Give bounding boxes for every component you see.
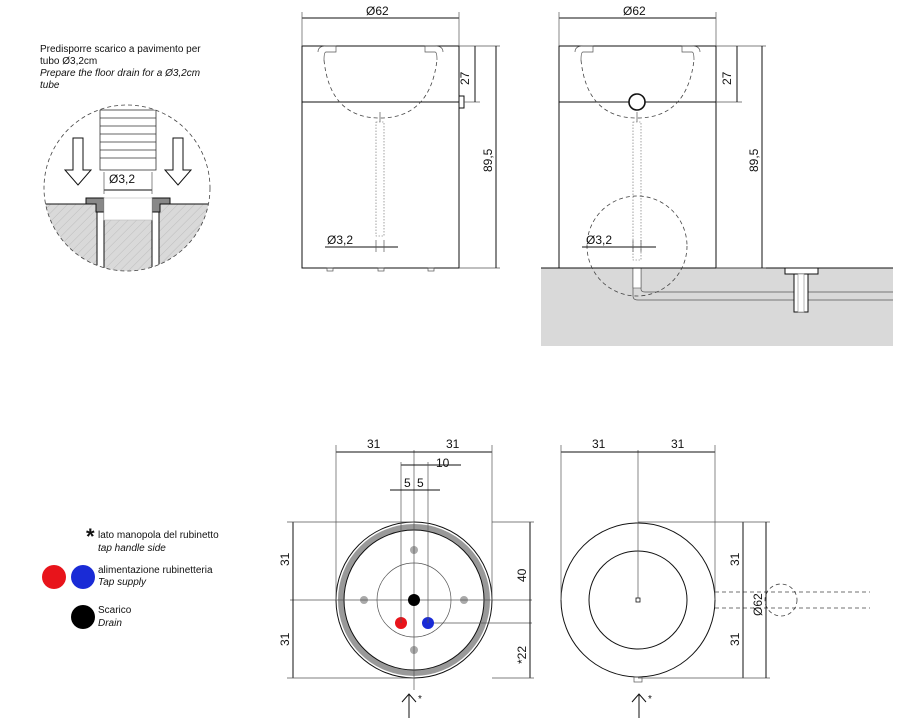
front-top-label: 27 — [458, 71, 472, 85]
pl-dim-5b: 5 — [417, 476, 424, 490]
note-en-line1: Prepare the floor drain for a Ø3,2cm — [40, 68, 200, 79]
legend-tap-handle-en: tap handle side — [98, 543, 166, 554]
drain-dot — [71, 605, 95, 629]
side-width-label: Ø62 — [623, 4, 646, 18]
plan-left: 31 31 10 5 5 31 31 40 *22 * — [278, 437, 534, 718]
front-height-label: 89,5 — [481, 148, 495, 172]
pl-dim-5a: 5 — [404, 476, 411, 490]
pl-asterisk: * — [418, 694, 422, 705]
front-width-label: Ø62 — [366, 4, 389, 18]
legend-asterisk: * — [86, 524, 95, 549]
legend-drain-en: Drain — [98, 618, 122, 629]
hot-supply-dot — [42, 565, 66, 589]
side-view: Ø3,2 Ø62 27 89,5 — [541, 4, 893, 346]
pl-dim-right: 31 — [446, 437, 460, 451]
side-top-label: 27 — [720, 71, 734, 85]
detail-diameter-label: Ø3,2 — [109, 172, 135, 186]
pr-asterisk: * — [648, 694, 652, 705]
pr-dim-v-top: 31 — [728, 552, 742, 566]
drain-detail: Ø3,2 — [43, 104, 211, 272]
pr-dim-diameter: Ø62 — [751, 593, 765, 616]
floor-drain-note: Predisporre scarico a pavimento per tubo… — [40, 44, 201, 91]
front-drain-label: Ø3,2 — [327, 233, 353, 247]
legend: * lato manopola del rubinetto tap handle… — [42, 524, 219, 629]
note-it-line2: tubo Ø3,2cm — [40, 56, 97, 67]
pl-dim-10: 10 — [436, 456, 450, 470]
legend-tap-supply-it: alimentazione rubinetteria — [98, 565, 213, 576]
cold-supply-dot — [71, 565, 95, 589]
note-en-line2: tube — [40, 80, 60, 91]
pl-dim-22: *22 — [515, 646, 529, 664]
plan-right: 31 31 31 31 Ø62 * — [560, 437, 870, 718]
front-view: Ø3,2 Ø62 27 89,5 — [301, 4, 500, 272]
legend-tap-handle-it: lato manopola del rubinetto — [98, 530, 219, 541]
legend-drain-it: Scarico — [98, 605, 132, 616]
pl-dim-left: 31 — [367, 437, 381, 451]
pl-dim-v-bottom: 31 — [278, 632, 292, 646]
side-height-label: 89,5 — [747, 148, 761, 172]
pl-dim-40: 40 — [515, 568, 529, 582]
note-it-line1: Predisporre scarico a pavimento per — [40, 44, 201, 55]
pl-dim-v-top: 31 — [278, 552, 292, 566]
legend-tap-supply-en: Tap supply — [98, 577, 147, 588]
pr-dim-v-bottom: 31 — [728, 632, 742, 646]
pr-dim-left: 31 — [592, 437, 606, 451]
pr-dim-right: 31 — [671, 437, 685, 451]
side-drain-label: Ø3,2 — [586, 233, 612, 247]
